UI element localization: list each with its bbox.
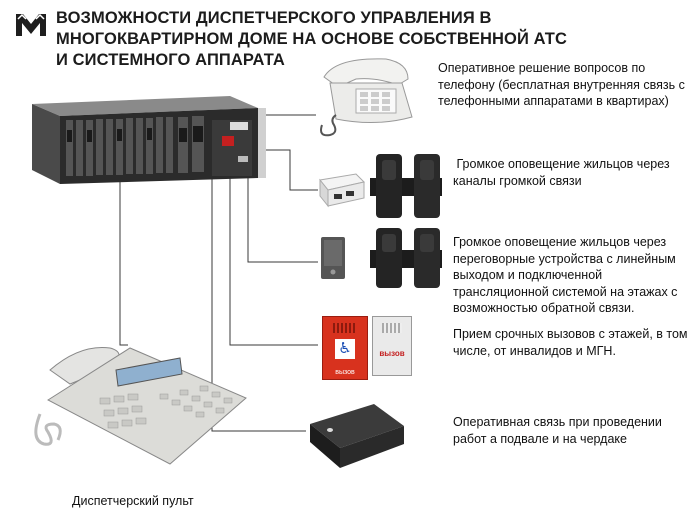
loud-notification-description: Громкое оповещение жильцов через каналы …: [453, 157, 674, 188]
intercom-speakers-image: [368, 226, 448, 292]
intercom-panel-image: [320, 236, 346, 280]
call-label-grey: вызов: [379, 349, 405, 358]
call-label-red: вызов: [335, 369, 355, 376]
intercom-notification-description: Громкое оповещение жильцов через перегов…: [453, 235, 678, 315]
line-to-junction-box: [262, 149, 318, 191]
ats-rack: [30, 86, 270, 186]
line-to-basement-box: [211, 178, 306, 432]
page-title: ВОЗМОЖНОСТИ ДИСПЕТЧЕРСКОГО УПРАВЛЕНИЯ В …: [56, 8, 616, 71]
title-line-2: МНОГОКВАРТИРНОМ ДОМЕ НА ОСНОВЕ СОБСТВЕНН…: [56, 30, 567, 48]
line-to-emergency-panels: [229, 178, 318, 346]
basement-comms-description: Оперативная связь при проведении работ а…: [453, 415, 662, 446]
emergency-call-panel-grey: вызов: [372, 316, 412, 376]
apartment-phone-image: [316, 55, 416, 140]
title-line-3: И СИСТЕМНОГО АППАРАТА: [56, 51, 285, 69]
title-line-1: ВОЗМОЖНОСТИ ДИСПЕТЧЕРСКОГО УПРАВЛЕНИЯ В: [56, 9, 492, 27]
emergency-calls-description: Прием срочных вызовов с этажей, в том чи…: [453, 327, 688, 358]
wheelchair-icon: ♿: [335, 339, 355, 359]
basement-intercom-box-image: [304, 398, 408, 470]
dispatcher-console-image: [30, 340, 250, 480]
line-to-intercom: [247, 168, 318, 263]
junction-box-image: [316, 170, 366, 210]
line-to-phone: [261, 114, 316, 120]
console-caption: Диспетчерский пульт: [72, 494, 194, 508]
loudspeakers-image: [368, 152, 448, 222]
speaker-grille: [333, 323, 357, 333]
line-to-console: [119, 170, 128, 346]
speaker-grille: [382, 323, 402, 333]
phone-description: Оперативное решение вопросов по телефону…: [438, 61, 685, 108]
logo: [14, 10, 48, 40]
emergency-call-panel-red: ♿ вызов: [322, 316, 368, 380]
